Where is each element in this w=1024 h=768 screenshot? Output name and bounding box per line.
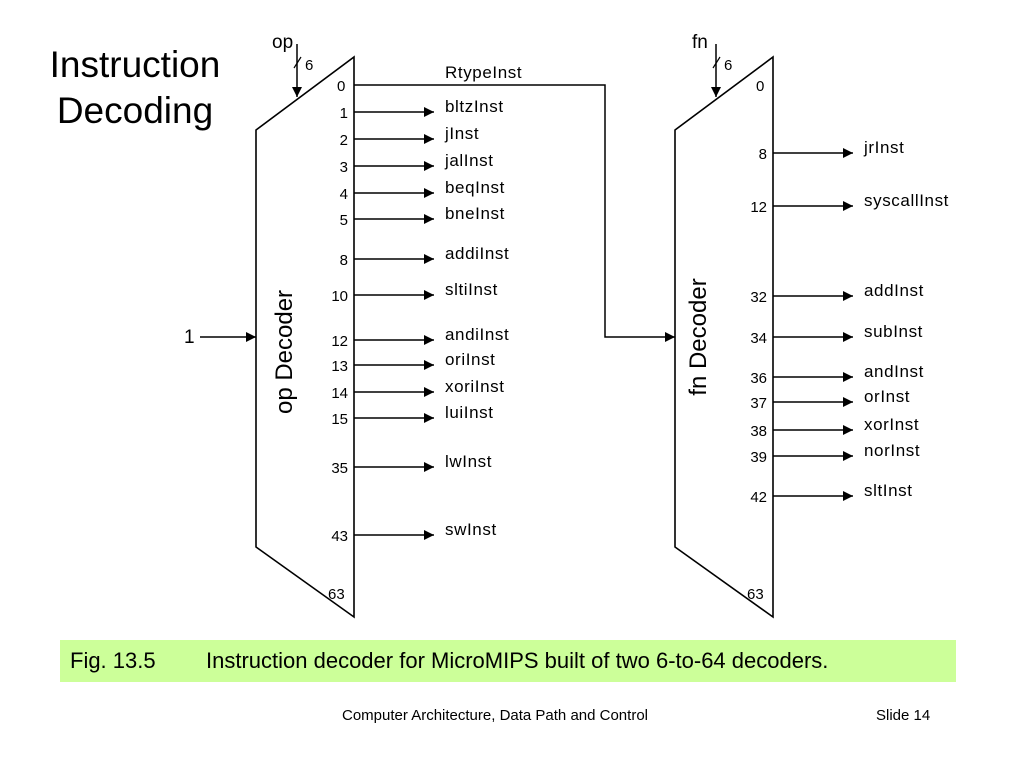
figure-caption-text: Instruction decoder for MicroMIPS built … xyxy=(206,648,829,673)
op-output-index: 5 xyxy=(340,212,348,229)
op-decoder-body xyxy=(255,55,355,619)
op-output-index: 4 xyxy=(340,186,348,203)
slide-title: Instruction Decoding xyxy=(30,42,240,134)
fn-output-signal: orInst xyxy=(864,387,910,406)
op-output-signal: bneInst xyxy=(445,204,505,223)
fn-input-label: fn xyxy=(692,32,708,53)
fn-index-63: 63 xyxy=(747,586,764,603)
fn-bus-slash xyxy=(712,56,721,69)
op-bus-slash xyxy=(293,56,302,69)
fn-index-0: 0 xyxy=(756,78,764,95)
fn-output-signal: sltInst xyxy=(864,481,913,500)
fn-output-index: 34 xyxy=(750,330,767,347)
op-output-index: 2 xyxy=(340,132,348,149)
fn-output-index: 36 xyxy=(750,370,767,387)
op-output-signal: swInst xyxy=(445,520,497,539)
slide-title-line-1: Instruction xyxy=(49,44,221,85)
op-output-index: 8 xyxy=(340,252,348,269)
fn-output-index: 37 xyxy=(750,395,767,412)
fn-output-index: 42 xyxy=(750,489,767,506)
op-decoder-label: op Decoder xyxy=(271,290,298,414)
fn-output-signal: andInst xyxy=(864,362,924,381)
op-output-signal: xoriInst xyxy=(445,377,505,396)
fn-output-signal: addInst xyxy=(864,281,924,300)
figure-number: Fig. 13.5 xyxy=(70,648,156,673)
fn-bus-width: 6 xyxy=(724,57,732,74)
op-output-index: 43 xyxy=(331,528,348,545)
op-output-signal: oriInst xyxy=(445,350,496,369)
op-decoder-outputs: 1 bltzInst 2 jInst 3 jalInst 4 beqInst 5 bneInst 8… xyxy=(331,97,509,545)
fn-output-signal: subInst xyxy=(864,322,923,341)
constant-input-label: 1 xyxy=(184,327,195,348)
op-output-index: 15 xyxy=(331,411,348,428)
op-output-index: 13 xyxy=(331,358,348,375)
op-output-signal: sltiInst xyxy=(445,280,498,299)
op-input-label: op xyxy=(272,32,293,53)
fn-output-index: 32 xyxy=(750,289,767,306)
op-output-signal: bltzInst xyxy=(445,97,504,116)
op-output-signal: jalInst xyxy=(444,151,494,170)
op-index-63: 63 xyxy=(328,586,345,603)
op-output-signal: addiInst xyxy=(445,244,509,263)
fn-decoder-body xyxy=(674,55,774,619)
fn-output-signal: syscallInst xyxy=(864,191,949,210)
op-output-signal: beqInst xyxy=(445,178,505,197)
fn-output-index: 39 xyxy=(750,449,767,466)
fn-output-signal: xorInst xyxy=(864,415,919,434)
op-output-signal: jInst xyxy=(444,124,479,143)
fn-decoder-label: fn Decoder xyxy=(685,278,712,395)
slide-title-line-2: Decoding xyxy=(56,90,214,131)
op-output-signal: lwInst xyxy=(445,452,492,471)
op-bus-width: 6 xyxy=(305,57,313,74)
op-output-index: 14 xyxy=(331,385,348,402)
op-output-index: 10 xyxy=(331,288,348,305)
op-output-signal: luiInst xyxy=(445,403,494,422)
op-output-index: 3 xyxy=(340,159,348,176)
figure-caption: Fig. 13.5 Instruction decoder for MicroM… xyxy=(60,640,956,682)
op-output-signal: andiInst xyxy=(445,325,509,344)
op-output-index: 12 xyxy=(331,333,348,350)
footer-slide-number: Slide 14 xyxy=(876,707,931,724)
fn-output-index: 12 xyxy=(750,199,767,216)
footer-course: Computer Architecture, Data Path and Con… xyxy=(342,707,648,724)
rtype-signal-label: RtypeInst xyxy=(445,63,522,82)
fn-output-signal: norInst xyxy=(864,441,920,460)
op-index-0: 0 xyxy=(337,78,345,95)
fn-decoder-outputs: 8 jrInst 12 syscallInst 32 addInst 34 subInst 36… xyxy=(750,138,949,506)
fn-output-index: 8 xyxy=(759,146,767,163)
rtype-wire xyxy=(354,84,675,342)
fn-output-index: 38 xyxy=(750,423,767,440)
op-output-index: 1 xyxy=(340,105,348,122)
op-output-index: 35 xyxy=(331,460,348,477)
fn-output-signal: jrInst xyxy=(863,138,904,157)
